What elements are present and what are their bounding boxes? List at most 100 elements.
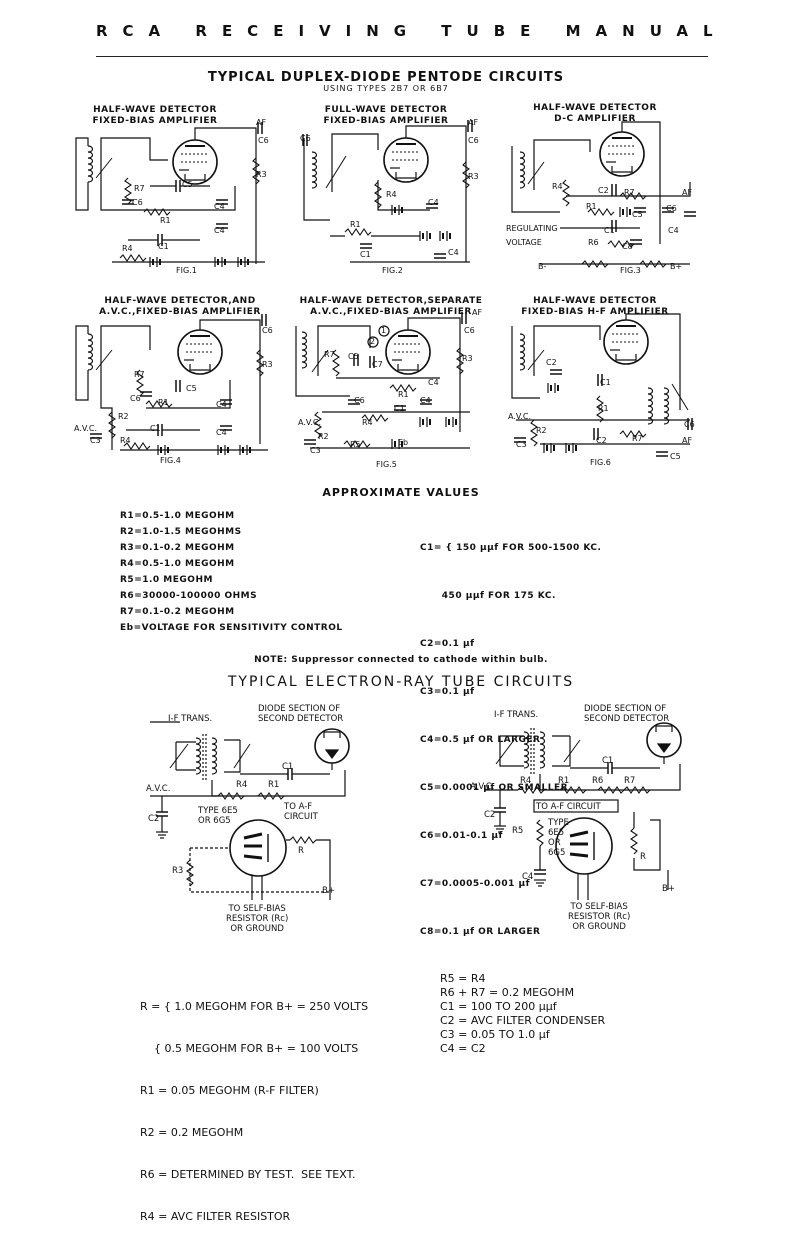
fig4-r4-label: R4 — [120, 436, 131, 445]
eray-right-r6: R6 — [592, 776, 604, 786]
approx-r1: R1=0.5-1.0 MEGOHM — [120, 511, 235, 521]
eray-right-r5: R5 — [512, 826, 524, 836]
fig3-label: FIG.3 — [620, 266, 641, 275]
fig5-af-label: AF — [472, 308, 483, 317]
fig4-r3-label: R3 — [262, 360, 273, 369]
fig2-r4-label: R4 — [386, 190, 397, 199]
eray-right-r4: R4 — [520, 776, 532, 786]
fig5-eb-label: Eb — [398, 438, 409, 447]
approx-c4: C4=0.5 μf OR LARGER — [420, 735, 541, 745]
fig5-c3-label: C3 — [310, 446, 321, 455]
fig1-r7-label: R7 — [134, 184, 145, 193]
fig5-c6b-label: C6 — [354, 396, 365, 405]
eray-right-c4: C4 — [522, 872, 534, 882]
legend-c2: C2 = AVC FILTER CONDENSER — [440, 1014, 606, 1027]
fig6-avc-label: A.V.C. — [508, 412, 531, 421]
fig6-c6-label: C6 — [684, 420, 695, 429]
approx-r5: R5=1.0 MEGOHM — [120, 575, 213, 585]
fig4-label: FIG.4 — [160, 456, 181, 465]
fig1-schematic — [75, 121, 265, 268]
fig2-c6-label: C6 — [468, 136, 479, 145]
eray-right-c1: C1 — [602, 756, 614, 766]
fig5-c6-label: C6 — [464, 326, 475, 335]
fig1-c6-label: C6 — [258, 136, 269, 145]
legend-c4: C4 = C2 — [440, 1042, 486, 1055]
fig6-c2b-label: C2 — [596, 436, 607, 445]
approx-values-right: C1= { 150 μμf FOR 500-1500 KC. 450 μμf F… — [420, 508, 601, 956]
legend-c1: C1 = 100 TO 200 μμf — [440, 1000, 557, 1013]
eray-right-schematic — [484, 722, 682, 900]
eray-right-avc: A.V.C. — [470, 782, 495, 792]
approx-c5: C5=0.0001 μf OR SMALLER — [420, 783, 569, 793]
fig2-c1-label: C1 — [360, 250, 371, 259]
fig3-c4-label: C4 — [668, 226, 679, 235]
fig6-r1-label: R1 — [598, 404, 609, 413]
eray-left-if-trans: I-F TRANS. — [168, 714, 213, 724]
fig3-c1-label: C1 — [604, 226, 615, 235]
approx-c1b: 450 μμf FOR 175 KC. — [420, 591, 556, 601]
fig4-schematic — [75, 313, 268, 456]
fig3-regulating-label: REGULATING — [506, 224, 558, 233]
fig5-c1-label: C1 — [394, 404, 405, 413]
legend-c3: C3 = 0.05 TO 1.0 μf — [440, 1028, 550, 1041]
legend-r5: R5 = R4 — [440, 972, 486, 985]
fig3-r6-label: R6 — [588, 238, 599, 247]
approx-c3: C3=0.1 μf — [420, 687, 475, 697]
fig5-c7-label: C7 — [372, 360, 383, 369]
approx-c2: C2=0.1 μf — [420, 639, 475, 649]
legend-left: R = { 1.0 MEGOHM FOR B+ = 250 VOLTS { 0.… — [140, 972, 368, 1238]
approx-r2: R2=1.0-1.5 MEGOHMS — [120, 527, 242, 537]
eray-right-r1: R1 — [558, 776, 570, 786]
fig1-r4-label: R4 — [122, 244, 133, 253]
fig4-c4b-label: C4 — [216, 428, 227, 437]
fig5-circle2-label: 2 — [370, 337, 376, 346]
eray-left-c1: C1 — [282, 762, 294, 772]
fig4-c6b-label: C6 — [130, 394, 141, 403]
fig2-af-label: AF — [468, 118, 479, 127]
fig5-r4-label: R4 — [362, 418, 373, 427]
fig5-r5-label: R5 — [350, 440, 361, 449]
fig4-avc-label: A.V.C. — [74, 424, 97, 433]
legend-r1: R1 = 0.05 MEGOHM (R-F FILTER) — [140, 1084, 319, 1097]
legend-r-a: R = { 1.0 MEGOHM FOR B+ = 250 VOLTS — [140, 1000, 369, 1013]
fig5-circle1-label: 1 — [381, 326, 387, 335]
fig4-c3-label: C3 — [90, 436, 101, 445]
fig1-c6b-label: C6 — [132, 198, 143, 207]
fig6-c1-label: C1 — [600, 378, 611, 387]
approx-r4: R4=0.5-1.0 MEGOHM — [120, 559, 235, 569]
fig5-schematic — [295, 311, 470, 450]
fig2-c4-label: C4 — [428, 198, 439, 207]
legend-r-b: { 0.5 MEGOHM FOR B+ = 100 VOLTS — [140, 1042, 359, 1055]
eray-right-r: R — [640, 852, 646, 862]
approx-eb: Eb=VOLTAGE FOR SENSITIVITY CONTROL — [120, 623, 343, 633]
fig1-af-label: AF — [256, 118, 267, 127]
fig5-c5-label: C5 — [348, 352, 359, 361]
fig6-c2-label: C2 — [546, 358, 557, 367]
fig2-schematic — [302, 119, 473, 263]
section-subtitle-diode: USING TYPES 2B7 OR 6B7 — [323, 84, 449, 93]
fig5-r2-label: R2 — [318, 432, 329, 441]
eray-left-r: R — [298, 846, 304, 856]
fig2-r3-label: R3 — [468, 172, 479, 181]
eray-right-bplus: B+ — [662, 884, 675, 894]
approx-values-title: APPROXIMATE VALUES — [322, 486, 480, 499]
fig3-c5-label: C5 — [632, 210, 643, 219]
fig6-schematic — [511, 313, 693, 457]
legend-r4: R4 = AVC FILTER RESISTOR — [140, 1210, 291, 1223]
fig3-r4-label: R4 — [552, 182, 563, 191]
fig6-c3-label: C3 — [516, 440, 527, 449]
eray-left-avc: A.V.C. — [146, 784, 171, 794]
fig3-bminus-label: B- — [538, 262, 547, 271]
manual-title: RCA RECEIVING TUBE MANUAL — [96, 22, 728, 40]
approx-values-left: R1=0.5-1.0 MEGOHM R2=1.0-1.5 MEGOHMS R3=… — [120, 508, 343, 636]
fig3-c6-label: C6 — [666, 204, 677, 213]
